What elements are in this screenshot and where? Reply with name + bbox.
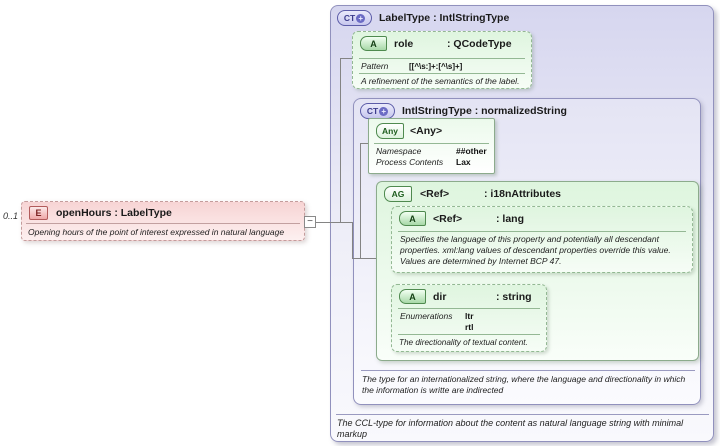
lang-name: <Ref> — [433, 212, 463, 225]
element-openhours-box[interactable]: E openHours : LabelType Opening hours of… — [21, 201, 305, 241]
attributegroup-icon: AG — [384, 186, 412, 202]
any-prop-name: Process Contents — [376, 157, 444, 167]
attributegroup-name: <Ref> — [420, 188, 450, 200]
dir-type: : string — [496, 290, 532, 303]
connector-spine-intlstringtype — [360, 143, 361, 259]
attribute-dir-box[interactable]: A dir : string Enumerations ltr rtl The … — [391, 284, 547, 352]
any-prop-value: ##other — [456, 146, 487, 156]
labeltype-annotation-divider — [336, 414, 709, 415]
dir-divider-2 — [398, 334, 540, 335]
connector-spine-labeltype — [340, 58, 341, 223]
openhours-description: Opening hours of the point of interest e… — [28, 227, 285, 237]
role-divider-1 — [359, 58, 525, 59]
intlstringtype-title: IntlStringType : normalizedString — [402, 105, 567, 117]
any-prop-name: Namespace — [376, 146, 422, 156]
connector-step-v — [352, 222, 353, 258]
role-divider-2 — [359, 73, 525, 74]
intlstringtype-annotation: The type for an internationalized string… — [362, 374, 686, 395]
attribute-icon: A — [360, 36, 387, 51]
labeltype-title: LabelType : IntlStringType — [379, 12, 510, 24]
expand-plus-icon: + — [356, 13, 366, 23]
attributegroup-type: : i18nAttributes — [484, 188, 562, 200]
any-divider — [374, 143, 489, 144]
connector-stub-role — [340, 58, 352, 59]
connector-step-h2 — [352, 258, 360, 259]
any-prop-value: Lax — [456, 157, 471, 167]
dir-description: The directionality of textual content. — [399, 338, 528, 347]
any-wildcard-box[interactable]: Any <Any> Namespace ##other Process Cont… — [368, 118, 495, 174]
attribute-role-box[interactable]: A role : QCodeType Pattern [[^\s:]+:[^\s… — [352, 31, 532, 89]
openhours-title: openHours : LabelType — [56, 207, 172, 219]
connector-step-h — [340, 222, 352, 223]
connector-element-to-type — [316, 222, 340, 223]
role-facet-label: Pattern — [361, 61, 389, 71]
attribute-lang-box[interactable]: A <Ref> : lang Specifies the language of… — [391, 206, 693, 273]
labeltype-annotation: The CCL-type for information about the c… — [337, 418, 684, 439]
complextype-icon: CT+ — [360, 103, 395, 119]
dir-divider-1 — [398, 308, 540, 309]
dir-name: dir — [433, 290, 447, 303]
role-facet-value: [[^\s:]+:[^\s]+] — [409, 62, 463, 71]
dir-facet-label: Enumerations — [400, 311, 453, 321]
attributegroup-i18n-box[interactable]: AG <Ref> : i18nAttributes A <Ref> : lang… — [376, 181, 699, 361]
any-icon: Any — [376, 123, 404, 139]
any-title: <Any> — [410, 125, 443, 137]
lang-divider — [398, 231, 686, 232]
lang-description: Specifies the language of this property … — [400, 234, 671, 266]
complextype-icon: CT+ — [337, 10, 372, 26]
connector-into-attrgroup — [360, 258, 384, 259]
intlstringtype-annotation-divider — [361, 370, 695, 371]
attribute-icon: A — [399, 211, 426, 226]
expand-plus-icon: + — [379, 106, 389, 116]
role-type: : QCodeType — [447, 37, 512, 50]
cardinality-label: 0..1 — [3, 211, 19, 221]
lang-type: : lang — [496, 212, 524, 225]
role-name: role — [394, 37, 414, 50]
collapse-toggle-button[interactable]: − — [304, 216, 316, 228]
dir-enum-value: rtl — [465, 322, 474, 332]
element-divider — [26, 223, 300, 224]
element-icon: E — [29, 206, 48, 220]
dir-enum-value: ltr — [465, 311, 474, 321]
role-description: A refinement of the semantics of the lab… — [361, 76, 520, 86]
connector-stub-any — [360, 143, 368, 144]
attribute-icon: A — [399, 289, 426, 304]
